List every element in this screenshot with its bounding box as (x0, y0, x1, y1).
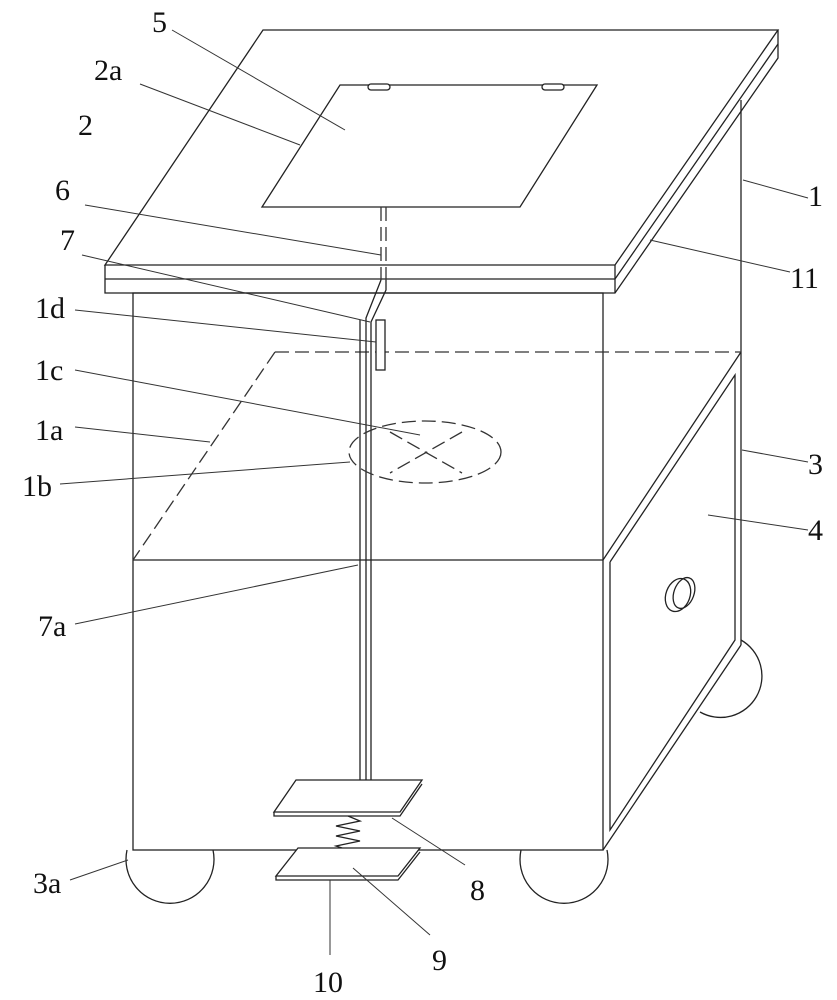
door-knob (664, 577, 692, 613)
label-6: 6 (55, 174, 70, 207)
lid (260, 83, 599, 208)
pedal (272, 779, 424, 881)
wheels (125, 639, 763, 904)
label-2a: 2a (94, 54, 122, 87)
label-8: 8 (470, 874, 485, 907)
label-1a: 1a (35, 414, 63, 447)
wheel-front-right (519, 849, 609, 904)
wheel-front-left (125, 849, 215, 904)
reference-labels: 5 2a 2 6 7 1d 1c 1a 1b 7a 3a 10 9 8 1 11… (22, 6, 823, 999)
label-2: 2 (78, 109, 93, 142)
label-10: 10 (313, 966, 343, 999)
label-7: 7 (60, 224, 75, 257)
label-1c: 1c (35, 354, 63, 387)
label-9: 9 (432, 944, 447, 977)
spring (333, 815, 363, 851)
label-4: 4 (808, 514, 823, 547)
linkage (348, 207, 502, 780)
leader-lines (59, 29, 809, 955)
label-1d: 1d (35, 292, 65, 325)
front-face (132, 292, 604, 851)
opening-1b (348, 420, 502, 484)
label-3a: 3a (33, 867, 61, 900)
label-11: 11 (790, 262, 819, 295)
door (609, 372, 736, 833)
label-1b: 1b (22, 470, 52, 503)
label-7a: 7a (38, 610, 66, 643)
hinge-icon (541, 83, 565, 91)
label-5: 5 (152, 6, 167, 39)
guide-1d (375, 319, 386, 371)
hinge-icon (367, 83, 391, 91)
label-1: 1 (808, 180, 823, 213)
wheel-back-right (699, 639, 763, 719)
label-3: 3 (808, 448, 823, 481)
